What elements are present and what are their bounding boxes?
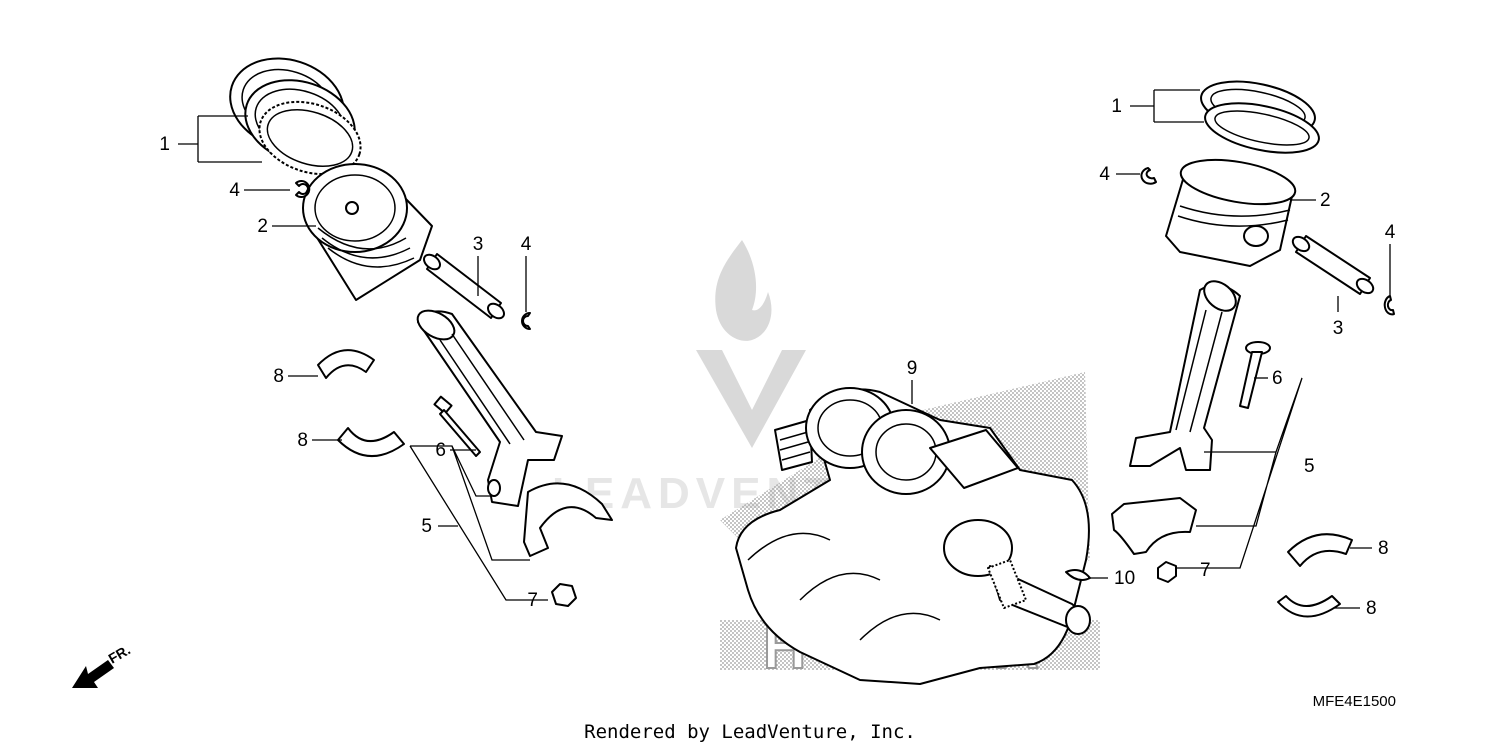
callout-right-clip-b: 4 bbox=[1385, 222, 1396, 243]
left-piston bbox=[302, 163, 433, 301]
callout-right-nut: 7 bbox=[1200, 560, 1211, 581]
callout-left-clip-a: 4 bbox=[229, 180, 240, 201]
right-piston bbox=[1165, 158, 1297, 267]
callout-left-bolt: 6 bbox=[435, 440, 446, 461]
callout-right-bearing-a: 8 bbox=[1378, 538, 1389, 559]
left-piston-pin bbox=[423, 253, 505, 320]
arrow-down-left-icon bbox=[72, 660, 114, 688]
callout-right-piston: 2 bbox=[1320, 190, 1331, 211]
callout-key: 10 bbox=[1114, 568, 1135, 589]
left-bearing-upper bbox=[317, 349, 375, 379]
callout-left-conrod: 5 bbox=[421, 516, 432, 537]
footer-credit: Rendered by LeadVenture, Inc. bbox=[584, 721, 916, 743]
callout-right-clip-a: 4 bbox=[1099, 164, 1110, 185]
left-piston-rings bbox=[229, 57, 362, 176]
callout-right-piston-pin: 3 bbox=[1333, 318, 1344, 339]
callout-labels: 1 4 2 3 4 8 8 6 5 7 9 10 1 4 2 4 3 6 5 7… bbox=[159, 96, 1395, 619]
diagram-code: MFE4E1500 bbox=[1313, 693, 1396, 710]
callout-left-bearing-a: 8 bbox=[273, 366, 284, 387]
right-piston-rings bbox=[1200, 80, 1320, 154]
right-connecting-rod bbox=[1129, 280, 1241, 471]
right-clip-upper bbox=[1140, 167, 1157, 185]
callout-crankshaft: 9 bbox=[907, 358, 918, 379]
callout-right-conrod: 5 bbox=[1304, 456, 1315, 477]
leader-lines bbox=[178, 89, 1391, 609]
callout-right-piston-rings: 1 bbox=[1111, 96, 1122, 117]
callout-left-bearing-b: 8 bbox=[297, 430, 308, 451]
right-conrod-cap bbox=[1111, 497, 1197, 555]
callout-left-piston-pin: 3 bbox=[473, 234, 484, 255]
right-bearing-upper bbox=[1287, 533, 1353, 567]
callout-left-piston-rings: 1 bbox=[159, 134, 170, 155]
flame-icon bbox=[715, 240, 772, 341]
right-bearing-lower bbox=[1277, 595, 1341, 618]
left-connecting-rod bbox=[416, 309, 563, 507]
crankshaft bbox=[735, 387, 1091, 685]
left-nut bbox=[551, 583, 577, 607]
left-clip-lower bbox=[521, 312, 531, 330]
callout-right-bolt: 6 bbox=[1272, 368, 1283, 389]
right-nut bbox=[1157, 561, 1177, 583]
right-piston-pin bbox=[1291, 235, 1375, 295]
left-conrod-cap bbox=[523, 482, 613, 557]
callout-left-piston: 2 bbox=[257, 216, 268, 237]
left-bearing-lower bbox=[337, 427, 405, 458]
callout-left-nut: 7 bbox=[527, 590, 538, 611]
right-bolt bbox=[1239, 341, 1271, 409]
callout-right-bearing-b: 8 bbox=[1366, 598, 1377, 619]
v-logo-icon bbox=[696, 350, 806, 448]
callout-left-clip-b: 4 bbox=[521, 234, 532, 255]
left-clip-upper bbox=[295, 180, 311, 198]
left-bolt bbox=[433, 395, 481, 457]
front-direction-indicator: FR. bbox=[72, 641, 133, 688]
right-clip-lower bbox=[1383, 295, 1395, 316]
